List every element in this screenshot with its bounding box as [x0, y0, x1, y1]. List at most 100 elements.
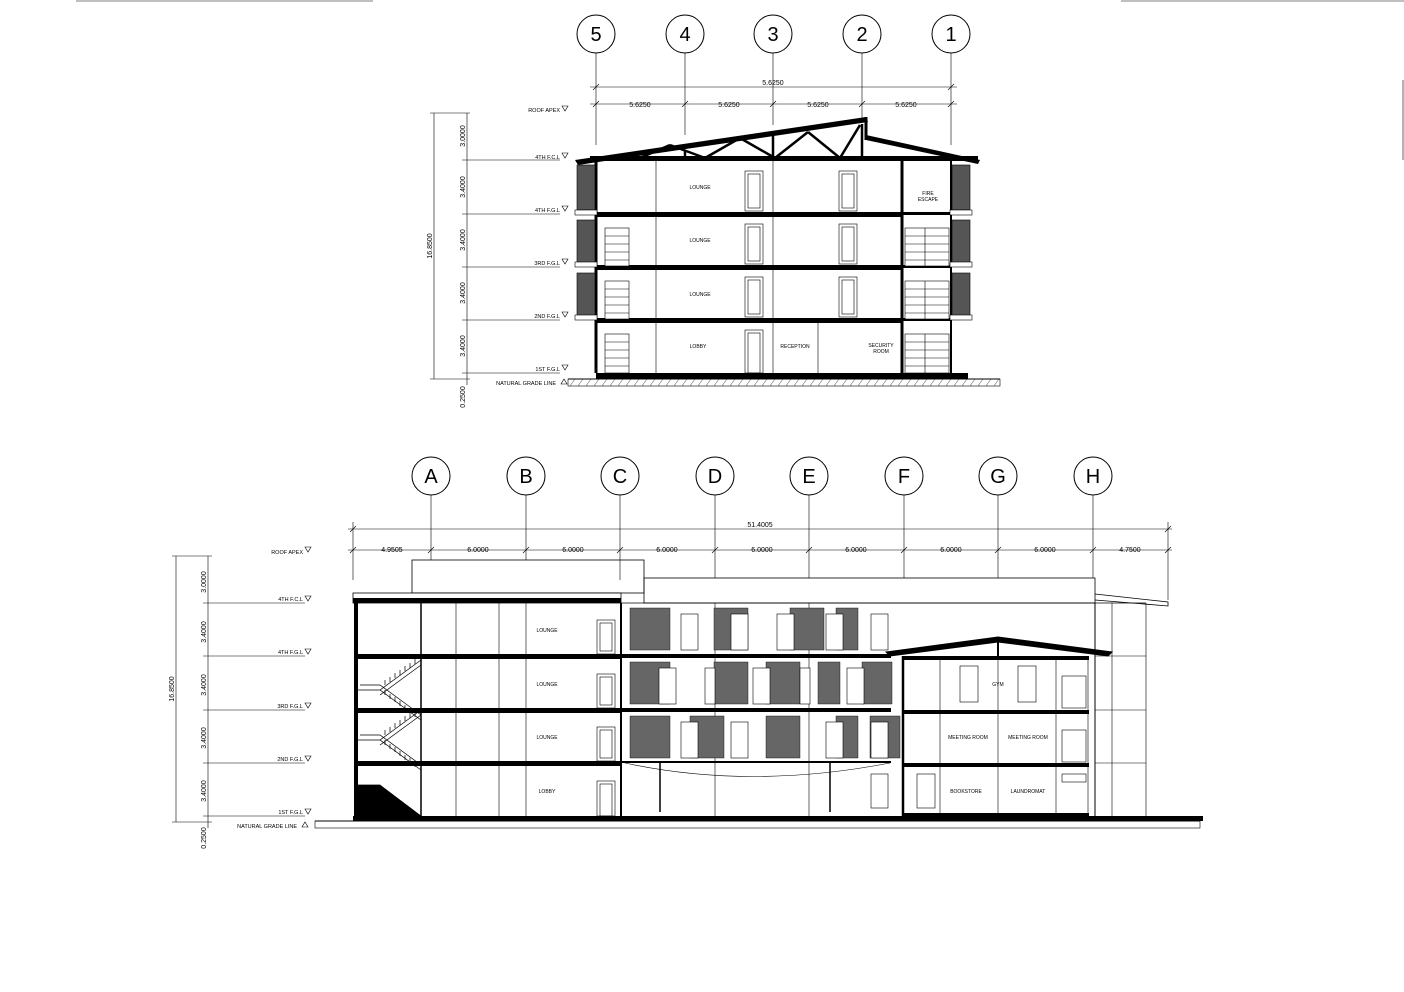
- bay-dimension-label: 6.0000: [751, 547, 773, 554]
- level-markers-1: ROOF APEX 4TH F.C.L 4TH F.G.L 3RD F.G.L …: [496, 105, 569, 387]
- bay-dimension-label: 5.6250: [807, 102, 829, 109]
- height-segment-label: 3.4000: [201, 621, 208, 643]
- level-label: NATURAL GRADE LINE: [237, 824, 297, 830]
- grid-bubble-3: 3: [753, 14, 793, 54]
- grid-lines-1: [595, 53, 952, 145]
- height-segment-label: 3.4000: [201, 780, 208, 802]
- room-label: LOUNGE: [536, 682, 558, 688]
- grid-lines-2: [352, 495, 1169, 600]
- level-label: ROOF APEX: [271, 550, 303, 556]
- grid-bubble-a: A: [411, 456, 451, 496]
- grid-bubble-c: C: [600, 456, 640, 496]
- grid-label: H: [1086, 466, 1100, 488]
- height-segment-label: 3.4000: [460, 176, 467, 198]
- vertical-dimensions-2: [172, 555, 305, 828]
- grid-bubble-f: F: [884, 456, 924, 496]
- bay-dimension-label: 6.0000: [562, 547, 584, 554]
- room-label: LOUNGE: [689, 238, 711, 244]
- annex-block-2: [884, 636, 1114, 816]
- doors-2: [596, 619, 616, 817]
- level-label: 4TH F.C.L: [278, 597, 303, 603]
- height-segment-label: 3.4000: [460, 335, 467, 357]
- room-label: LOBBY: [690, 344, 707, 350]
- grid-bubble-b: B: [506, 456, 546, 496]
- cross-section-2: A B C D E F G: [169, 456, 1203, 849]
- grid-bubble-d: D: [695, 456, 735, 496]
- stair-left-1: [604, 227, 630, 374]
- grid-bubble-g: G: [978, 456, 1018, 496]
- room-labels-1: LOUNGE LOUNGE LOUNGE LOBBY RECEPTION SEC…: [689, 185, 938, 355]
- grid-bubbles-2: A B C D E F G: [411, 456, 1113, 496]
- room-label: ESCAPE: [918, 197, 939, 203]
- bay-dimension-label: 6.0000: [656, 547, 678, 554]
- level-label: 2ND F.G.L: [277, 757, 303, 763]
- grid-label: E: [802, 466, 815, 488]
- grid-bubble-5: 5: [576, 14, 616, 54]
- building-body-2: [354, 603, 1147, 816]
- overall-dimension-label: 5.6250: [762, 80, 784, 87]
- grid-label: B: [519, 466, 532, 488]
- level-label: 1ST F.G.L: [278, 810, 303, 816]
- sheet-border: [76, 0, 1404, 160]
- room-label: SECURITY: [868, 343, 894, 349]
- grid-bubble-1: 1: [931, 14, 971, 54]
- bay-dimension-label: 6.0000: [845, 547, 867, 554]
- level-label: 4TH F.C.L: [535, 155, 560, 161]
- horizontal-dimensions-1: [590, 83, 957, 108]
- room-labels-2: LOUNGE LOUNGE LOUNGE LOBBY GYM MEETING R…: [536, 628, 1047, 795]
- bay-dimension-label: 4.9505: [381, 547, 403, 554]
- bay-dimension-label: 5.6250: [895, 102, 917, 109]
- roof-truss-1: [575, 117, 980, 165]
- room-label: LOUNGE: [689, 292, 711, 298]
- room-label: MEETING ROOM: [948, 735, 988, 741]
- overall-dimension-label: 51.4005: [747, 522, 772, 529]
- bay-dimension-label: 5.6250: [629, 102, 651, 109]
- room-label: LOUNGE: [536, 628, 558, 634]
- height-segment-label: 3.4000: [201, 674, 208, 696]
- room-label: ROOM: [873, 349, 889, 355]
- grid-label: G: [990, 466, 1006, 488]
- room-label: GYM: [992, 682, 1003, 688]
- level-label: 3RD F.G.L: [277, 704, 303, 710]
- doors-1: [744, 170, 858, 374]
- room-label: LOUNGE: [536, 735, 558, 741]
- height-segment-label: 3.0000: [201, 571, 208, 593]
- grid-bubbles-1: 5 4 3 2 1: [576, 14, 971, 54]
- room-label: LAUNDROMAT: [1011, 789, 1046, 795]
- level-label: 1ST F.G.L: [535, 367, 560, 373]
- horizontal-dimensions-2: [348, 525, 1172, 554]
- grid-bubble-2: 2: [842, 14, 882, 54]
- grid-label: 4: [679, 24, 690, 46]
- grid-label: A: [424, 466, 438, 488]
- room-label: MEETING ROOM: [1008, 735, 1048, 741]
- grid-label: D: [708, 466, 722, 488]
- level-label: 3RD F.G.L: [534, 261, 560, 267]
- bay-dimension-label: 6.0000: [1034, 547, 1056, 554]
- grid-label: 1: [945, 24, 956, 46]
- height-segment-label: 0.2500: [460, 386, 467, 408]
- level-label: 4TH F.G.L: [278, 650, 303, 656]
- height-segment-label: 3.4000: [201, 727, 208, 749]
- roof-2: [352, 559, 1169, 607]
- grid-label: 3: [767, 24, 778, 46]
- stair-right-1: [904, 227, 950, 374]
- level-label: 2ND F.G.L: [534, 314, 560, 320]
- ground-line-2: [314, 816, 1203, 829]
- bay-dimension-label: 5.6250: [718, 102, 740, 109]
- overall-height-label: 16.8500: [427, 233, 434, 258]
- room-label: RECEPTION: [780, 344, 810, 350]
- height-segment-label: 3.4000: [460, 282, 467, 304]
- bay-dimension-label: 4.7500: [1119, 547, 1141, 554]
- grid-label: F: [898, 466, 910, 488]
- height-segment-label: 0.2500: [201, 827, 208, 849]
- grid-bubble-h: H: [1073, 456, 1113, 496]
- grid-bubble-e: E: [789, 456, 829, 496]
- stair-left-2: [355, 659, 423, 817]
- level-label: NATURAL GRADE LINE: [496, 381, 556, 387]
- facade-windows-2: [658, 613, 889, 809]
- bay-dimension-label: 6.0000: [940, 547, 962, 554]
- ground-line-1: [567, 373, 1001, 387]
- vertical-dimensions-1: [430, 112, 560, 385]
- room-label: LOUNGE: [689, 185, 711, 191]
